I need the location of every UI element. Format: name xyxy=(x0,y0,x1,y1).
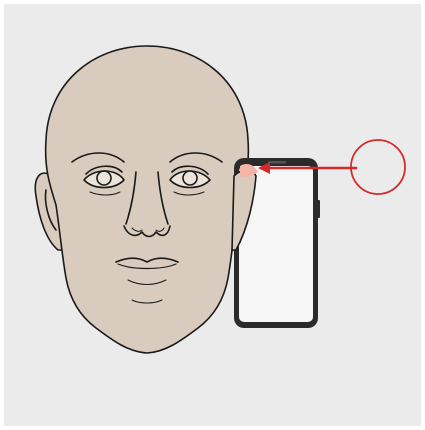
circle-marker-icon xyxy=(351,140,405,194)
head-outline xyxy=(46,46,249,353)
head-icon xyxy=(35,46,259,353)
